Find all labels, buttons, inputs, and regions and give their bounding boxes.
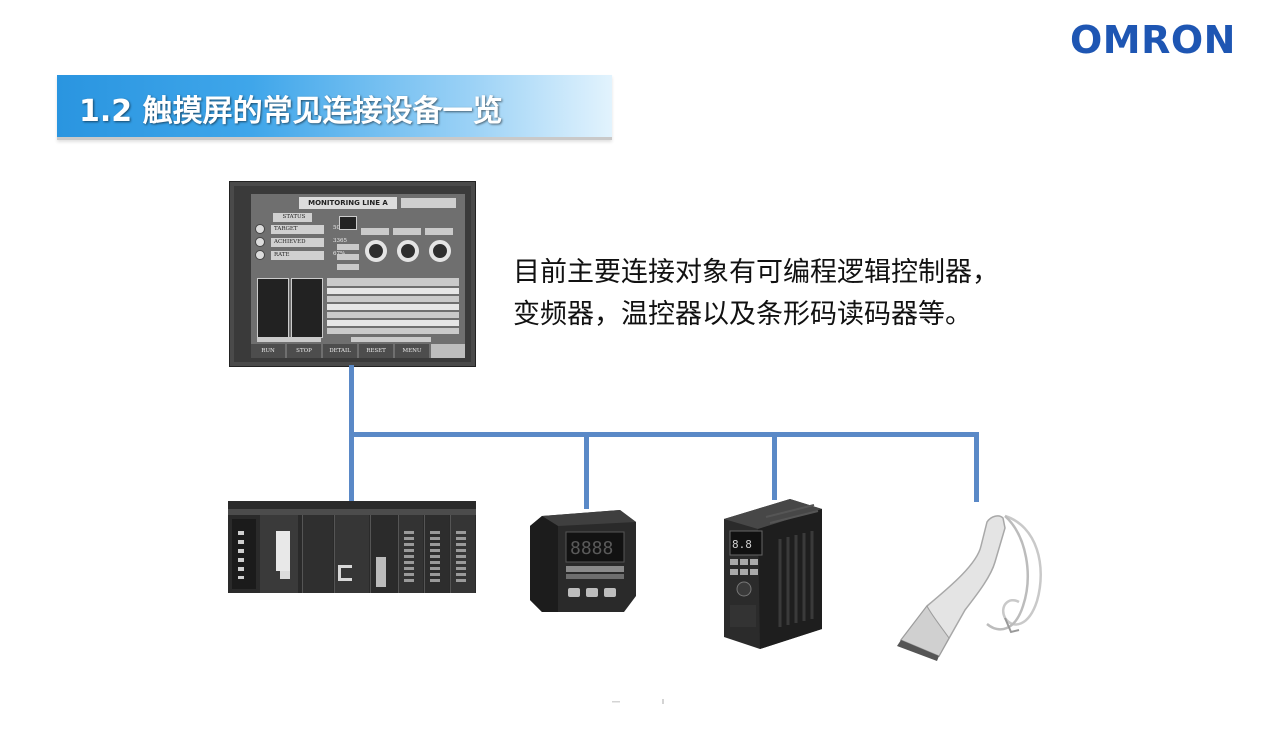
hmi-label-block [361, 228, 389, 235]
hmi-button: DETAIL [323, 344, 357, 358]
svg-text:8.8: 8.8 [732, 538, 752, 551]
hmi-table-row [327, 296, 459, 302]
hmi-small-display [339, 216, 357, 230]
hmi-table-row [327, 328, 459, 334]
connection-line-bus [349, 432, 979, 437]
touch-screen-hmi: MONITORING LINE A STATUS TARGET 509 ACHI… [229, 181, 476, 367]
hmi-label-block [393, 228, 421, 235]
hmi-gauge-icon [397, 240, 419, 262]
connection-line-drop [584, 432, 589, 509]
hmi-footer-block [257, 337, 321, 342]
hmi-label-block [337, 264, 359, 270]
hmi-row-label: ACHIEVED [271, 238, 324, 247]
hmi-status-label: STATUS [273, 213, 312, 222]
hmi-button: MENU [395, 344, 429, 358]
temperature-controller-icon: 8888 [530, 510, 636, 612]
inverter-drive-icon: 8.8 [724, 499, 822, 649]
svg-text:8888: 8888 [570, 538, 613, 559]
hmi-button-bar: RUN STOP DETAIL RESET MENU [251, 344, 465, 358]
hmi-label-block [337, 254, 359, 260]
description-line-2: 变频器，温控器以及条形码读码器等。 [513, 299, 972, 330]
description-line-1: 目前主要连接对象有可编程逻辑控制器， [513, 257, 999, 288]
hmi-indicator-icon [255, 224, 265, 234]
hmi-gauge-icon [365, 240, 387, 262]
connection-line-drop [974, 432, 979, 502]
barcode-scanner-icon [897, 514, 1042, 661]
hmi-header: MONITORING LINE A [299, 197, 397, 209]
hmi-footer-block [351, 337, 431, 342]
hmi-label-block [425, 228, 453, 235]
hmi-row-label: TARGET [271, 225, 324, 234]
hmi-button: RESET [359, 344, 393, 358]
plc-rack-icon [228, 501, 476, 593]
hmi-header-clock [401, 198, 456, 208]
title-bar: 1.2 触摸屏的常见连接设备一览 [57, 75, 612, 140]
description-text: 目前主要连接对象有可编程逻辑控制器， 变频器，温控器以及条形码读码器等。 [513, 252, 999, 336]
hmi-table-row [327, 288, 459, 294]
hmi-button [431, 344, 465, 358]
slide-title: 1.2 触摸屏的常见连接设备一览 [79, 94, 503, 129]
connection-line-drop [772, 432, 777, 500]
hmi-row-value: 509 [333, 225, 344, 231]
hmi-gauge-icon [429, 240, 451, 262]
hmi-label-block [337, 244, 359, 250]
omron-logo: OMRON [1070, 18, 1236, 62]
hmi-data-column [257, 278, 289, 338]
faint-mark [612, 699, 664, 704]
hmi-data-column [291, 278, 323, 338]
hmi-indicator-icon [255, 250, 265, 260]
hmi-row-label: RATE [271, 251, 324, 260]
hmi-panel-icon: MONITORING LINE A STATUS TARGET 509 ACHI… [251, 194, 465, 358]
hmi-button: RUN [251, 344, 285, 358]
hmi-table-row [327, 312, 459, 318]
hmi-indicator-icon [255, 237, 265, 247]
hmi-table-row [327, 320, 459, 326]
hmi-table-row [327, 304, 459, 310]
hmi-button: STOP [287, 344, 321, 358]
hmi-row-value: 3365 [333, 238, 347, 244]
hmi-table-header [327, 278, 459, 286]
